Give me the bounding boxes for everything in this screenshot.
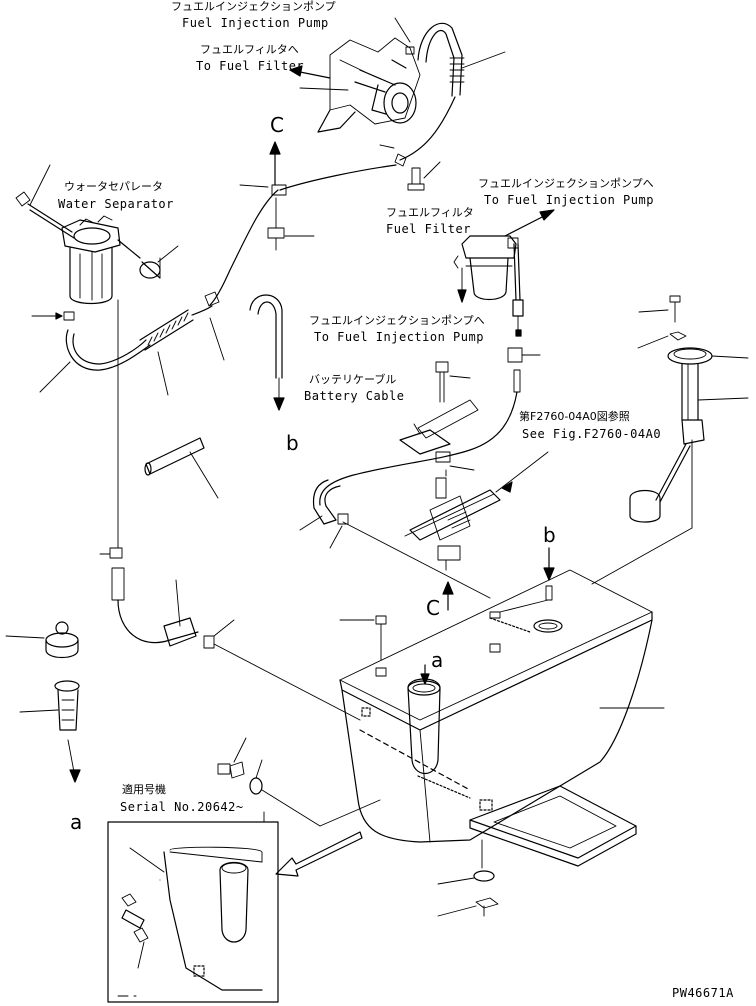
water-separator-drawing — [15, 164, 179, 559]
label-fuel-filter-jp: フュエルフィルタ — [386, 206, 474, 219]
hose-with-spring — [39, 291, 225, 396]
label-to-fip-right-jp: フュエルインジェクションポンプへ — [478, 177, 654, 190]
ref-c-top: C — [270, 113, 285, 137]
label-battery-cable-en: Battery Cable — [304, 389, 405, 403]
label-water-separator-jp: ウォータセパレータ — [64, 180, 163, 193]
ref-b-right: b — [543, 523, 557, 547]
drain-hose — [111, 567, 361, 721]
label-see-fig-jp: 第F2760-04A0図参照 — [519, 410, 630, 423]
ref-arrow-b-right — [543, 547, 555, 601]
label-serial-en: Serial No.20642~ — [120, 800, 244, 814]
hose-b — [249, 294, 285, 411]
label-to-fip-right-en: To Fuel Injection Pump — [484, 193, 654, 207]
drain-cap — [5, 621, 79, 659]
serial-inset — [107, 811, 279, 1003]
short-hose — [144, 437, 219, 499]
label-to-fip-mid-jp: フュエルインジェクションポンプへ — [309, 314, 485, 327]
tank-tray — [437, 785, 637, 917]
label-fip-top-en: Fuel Injection Pump — [182, 16, 329, 30]
ref-c-bottom: C — [426, 596, 441, 620]
label-fuel-filter-en: Fuel Filter — [386, 222, 471, 236]
battery-cable-clamp — [399, 361, 479, 499]
label-to-fuel-filter-jp: フュエルフィルタへ — [200, 43, 299, 56]
tank-mount-bolt — [217, 737, 381, 827]
strainer — [19, 680, 81, 783]
fuel-gauge-sender — [591, 295, 749, 585]
label-to-fip-mid-en: To Fuel Injection Pump — [314, 330, 484, 344]
label-to-fuel-filter-en: To Fuel Filter — [196, 59, 305, 73]
figure-code: PW46671A — [672, 986, 734, 1000]
inset-arrow — [275, 831, 363, 877]
label-battery-cable-jp: バッテリケーブル — [309, 373, 397, 386]
ref-a-left: a — [70, 810, 83, 834]
label-fip-top-jp: フュエルインジェクションポンプ — [171, 0, 336, 13]
fuel-line-supply — [299, 347, 541, 599]
fuel-tank-drawing — [339, 569, 665, 843]
fuel-filter-drawing — [453, 209, 555, 337]
label-serial-jp: 適用号機 — [122, 783, 166, 796]
ref-arrow-c-top — [269, 141, 281, 186]
label-water-separator-en: Water Separator — [58, 197, 174, 211]
ref-a-tank: a — [431, 648, 444, 672]
fuel-injection-pump-drawing — [289, 17, 506, 133]
cable-bundle — [404, 451, 549, 611]
label-see-fig-en: See Fig.F2760-04A0 — [522, 427, 662, 441]
ref-b-left: b — [286, 431, 300, 455]
fuel-line-return — [209, 96, 456, 306]
